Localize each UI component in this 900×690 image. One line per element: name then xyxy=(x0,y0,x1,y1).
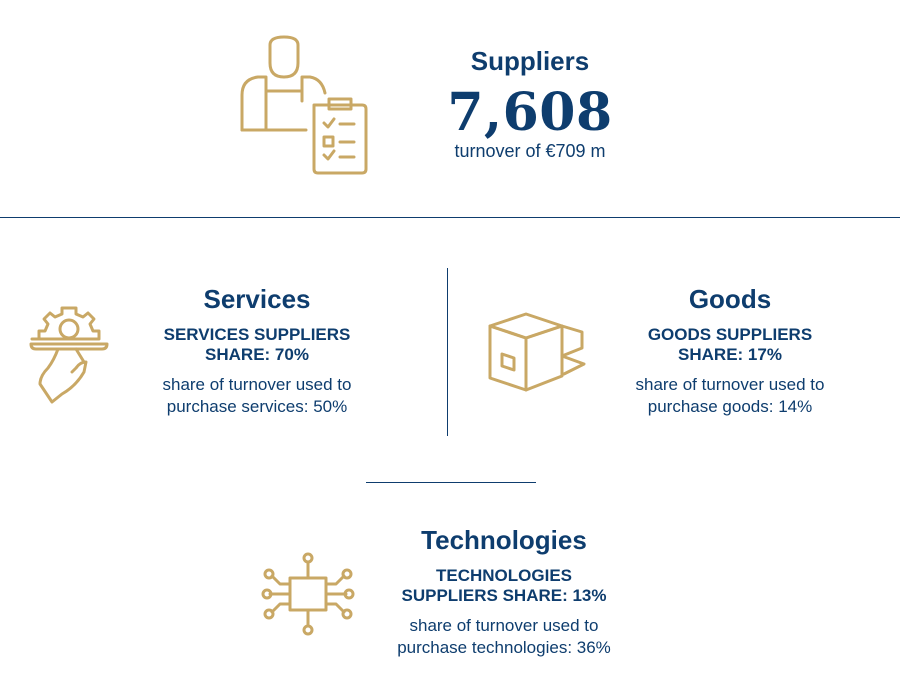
suppliers-turnover: turnover of €709 m xyxy=(454,141,606,161)
gear-on-tray-icon xyxy=(28,302,110,406)
suppliers-title: Suppliers xyxy=(470,46,590,76)
divider-horizontal-top xyxy=(0,217,900,218)
goods-desc-line2: purchase goods: 14% xyxy=(647,397,813,416)
box-icon xyxy=(486,310,588,394)
worker-checklist-icon xyxy=(238,35,368,175)
technologies-share-line2: SUPPLIERS SHARE: 13% xyxy=(401,586,607,605)
technologies-share-line1: TECHNOLOGIES xyxy=(435,566,572,585)
goods-share-line2: SHARE: 17% xyxy=(678,345,782,364)
goods-description: share of turnover used to purchase goods… xyxy=(590,374,870,418)
services-share-line2: SHARE: 70% xyxy=(205,345,309,364)
goods-share-line1: GOODS SUPPLIERS xyxy=(647,325,813,344)
services-desc-line1: share of turnover used to xyxy=(162,375,352,394)
services-desc-line2: purchase services: 50% xyxy=(166,397,348,416)
goods-title: Goods xyxy=(688,284,772,314)
services-title: Services xyxy=(203,284,311,314)
chip-icon xyxy=(260,552,358,636)
technologies-desc-line1: share of turnover used to xyxy=(409,616,599,635)
technologies-title: Technologies xyxy=(421,525,587,555)
suppliers-count: 7,608 xyxy=(447,82,613,143)
goods-share: GOODS SUPPLIERS SHARE: 17% xyxy=(600,325,860,365)
divider-vertical xyxy=(447,268,448,436)
services-description: share of turnover used to purchase servi… xyxy=(117,374,397,418)
technologies-desc-line2: purchase technologies: 36% xyxy=(397,638,611,657)
technologies-description: share of turnover used to purchase techn… xyxy=(364,615,644,659)
services-share-line1: SERVICES SUPPLIERS xyxy=(163,325,351,344)
services-share: SERVICES SUPPLIERS SHARE: 70% xyxy=(127,325,387,365)
goods-desc-line1: share of turnover used to xyxy=(635,375,825,394)
divider-horizontal-short xyxy=(366,482,536,483)
technologies-share: TECHNOLOGIES SUPPLIERS SHARE: 13% xyxy=(374,566,634,606)
